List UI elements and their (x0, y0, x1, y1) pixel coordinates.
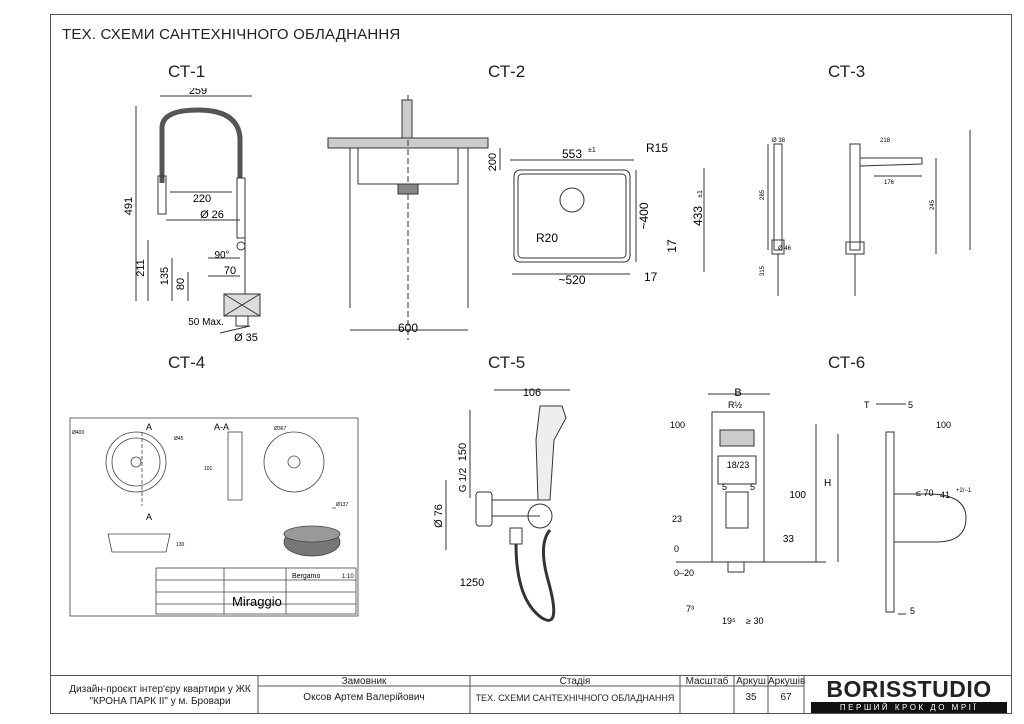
ct3-dim-245: 245 (930, 199, 936, 210)
ct6-41: 41 (940, 490, 950, 500)
ct6-100c: 100 (936, 420, 951, 430)
label-ct6: СТ-6 (828, 353, 866, 372)
ct4-d367: Ø367 (274, 426, 286, 432)
ct2-dim-520: ~520 (558, 273, 585, 287)
ct1-dim-26: Ø 26 (200, 209, 224, 221)
ct3-dim-285: 285 (760, 189, 766, 200)
ct6-r12: R½ (728, 400, 742, 410)
logo-wordmark: BORISSTUDIO (826, 676, 992, 702)
ct1-dim-491: 491 (123, 197, 135, 215)
sheets-header: Аркушів (768, 676, 806, 687)
ct6-41-tol: +2/−1 (956, 488, 972, 494)
ct4-section-mark-a2: A (146, 512, 152, 522)
ct2-dim-433-tol: ±1 (697, 190, 704, 198)
ct5-g12: G 1/2 (458, 467, 469, 492)
scale-header: Масштаб (685, 676, 729, 687)
ct6-drawing: B R½ 100 18/23 5 5 H 100 23 0 0–20 33 7³… (670, 387, 972, 626)
label-ct2: СТ-2 (488, 62, 526, 81)
sheet-header: Аркуш (736, 676, 766, 687)
ct1-dim-211: 211 (135, 259, 147, 277)
ct4-brand: Miraggio (232, 594, 282, 609)
ct4-section-aa: A-A (214, 422, 229, 432)
ct5-dim-150: 150 (457, 443, 469, 461)
ct2-dim-17a: 17 (665, 239, 679, 253)
stage-header: Стадія (559, 676, 591, 687)
ct6-t: T (864, 400, 870, 410)
ct1-dim-259: 259 (189, 88, 207, 97)
ct6-1823: 18/23 (727, 460, 750, 470)
ct6-100a: 100 (670, 420, 685, 430)
ct4-scale: 1:10 (342, 574, 354, 580)
label-ct1: СТ-1 (168, 62, 206, 81)
label-ct5: СТ-5 (488, 353, 526, 372)
ct6-70: ≤ 70 (916, 488, 933, 498)
ct1-drawing: 259 491 220 Ø 26 211 135 80 90° 70 50 Ma… (123, 88, 261, 344)
stage-value: ТЕХ. СХЕМИ САНТЕХНІЧНОГО ОБЛАДНАННЯ (475, 693, 675, 703)
ct1-dim-90: 90° (214, 250, 229, 261)
ct2-dim-400: ~400 (637, 202, 651, 229)
ct1-dim-50: 50 Max. (188, 317, 224, 328)
ct6-5b: 5 (750, 482, 755, 492)
ct3-dim-38: Ø 38 (772, 138, 786, 144)
ct4-d137: Ø137 (336, 502, 348, 508)
ct3-dim-46: Ø 46 (778, 246, 792, 252)
customer-header: Замовник (341, 676, 387, 687)
label-ct4: СТ-4 (168, 353, 206, 372)
ct2-dim-553-tol: ±1 (588, 147, 596, 154)
ct5-drawing: 106 150 G 1/2 Ø 76 1250 (433, 387, 570, 622)
ct4-d400: Ø400 (72, 430, 84, 436)
ct4-h101: 101 (204, 466, 213, 472)
ct6-5a: 5 (722, 482, 727, 492)
page-title: ТЕХ. СХЕМИ САНТЕХНІЧНОГО ОБЛАДНАННЯ (62, 26, 401, 43)
ct3-dim-218: 218 (880, 138, 891, 144)
label-ct3: СТ-3 (828, 62, 866, 81)
sheet-number: 35 (745, 692, 757, 703)
ct6-23: 23 (672, 514, 682, 524)
ct2-r20: R20 (536, 231, 558, 245)
ct3-dim-176: 176 (884, 180, 895, 186)
ct6-b: B (734, 387, 741, 399)
ct2-dim-433: 433 (691, 206, 705, 226)
ct4-model: Bergamo (292, 573, 321, 580)
title-block-grid (50, 675, 1012, 714)
ct6-30: ≥ 30 (746, 616, 763, 626)
ct6-33: 33 (783, 534, 795, 545)
project-title: Дизайн-проєкт інтер'єру квартири у ЖК "К… (69, 684, 251, 707)
ct1-dim-35: Ø 35 (234, 332, 258, 344)
ct3-drawing: Ø 38 218 176 285 245 Ø 46 315 (760, 130, 971, 296)
ct6-5c: 5 (908, 400, 913, 410)
ct2-dim-17b: 17 (644, 270, 658, 284)
drawing-frame (50, 14, 1012, 714)
ct2-dim-600: 600 (398, 321, 418, 335)
ct6-5d: 5 (910, 606, 915, 616)
ct5-dim-1250: 1250 (460, 577, 484, 589)
ct1-dim-220: 220 (193, 193, 211, 205)
ct4-section-mark-a1: A (146, 422, 152, 432)
ct6-h: H (824, 478, 831, 489)
ct5-dim-76: Ø 76 (433, 504, 445, 528)
ct1-dim-70: 70 (224, 265, 236, 277)
logo-slogan: ПЕРШИЙ КРОК ДО МРІЇ (811, 702, 1007, 713)
ct2-dim-200: 200 (487, 153, 499, 171)
ct2-r15: R15 (646, 141, 668, 155)
ct6-100b: 100 (789, 490, 806, 501)
ct2-drawing: 200 553 ±1 R15 ~400 433 ±1 R20 17 17 ~52… (327, 95, 705, 340)
ct4-d45: Ø45 (174, 436, 184, 442)
studio-logo: BORISSTUDIO ПЕРШИЙ КРОК ДО МРІЇ (806, 676, 1012, 714)
ct4-drawing: Ø400 A A Ø45 A-A 101 Ø367 Ø137 130 Berga… (69, 417, 359, 617)
ct6-73: 7³ (686, 604, 694, 614)
ct1-dim-80: 80 (175, 278, 187, 290)
ct6-195: 19⁵ (722, 616, 736, 626)
ct4-h130: 130 (176, 542, 185, 548)
sheets-count: 67 (780, 692, 792, 703)
customer-name: Оксов Артем Валерійович (303, 692, 425, 703)
ct3-dim-315: 315 (760, 265, 766, 276)
ct2-dim-553: 553 (562, 147, 582, 161)
ct1-dim-135: 135 (159, 267, 171, 285)
ct6-0: 0 (674, 544, 679, 554)
ct6-020: 0–20 (674, 568, 694, 578)
ct5-dim-106: 106 (523, 387, 541, 399)
